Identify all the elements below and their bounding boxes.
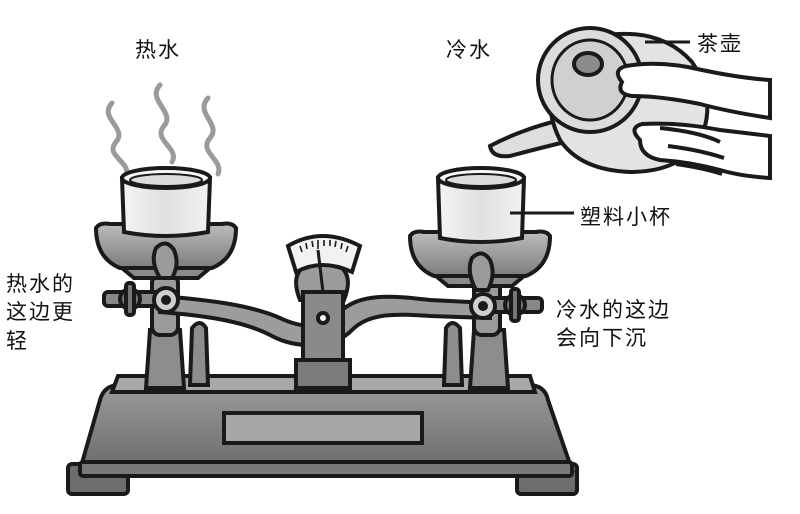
hot-water-label: 热水	[135, 36, 181, 64]
cold-water-cup	[438, 168, 524, 242]
cold-water-label: 冷水	[446, 36, 492, 64]
teapot-label: 茶壶	[697, 30, 743, 58]
cold-side-line-1: 冷水的这边	[556, 296, 671, 324]
hot-water-cup	[122, 168, 210, 236]
hot-side-line-2: 这边更	[6, 298, 75, 326]
hot-side-caption: 热水的 这边更 轻	[6, 270, 75, 355]
hot-side-line-1: 热水的	[6, 270, 75, 298]
plastic-cup-label: 塑料小杯	[580, 203, 672, 231]
cold-side-caption: 冷水的这边 会向下沉	[556, 296, 671, 353]
cold-side-line-2: 会向下沉	[556, 324, 671, 352]
balance-base	[68, 376, 577, 494]
hot-side-line-3: 轻	[6, 327, 75, 355]
steam-wisps-icon	[108, 85, 219, 176]
